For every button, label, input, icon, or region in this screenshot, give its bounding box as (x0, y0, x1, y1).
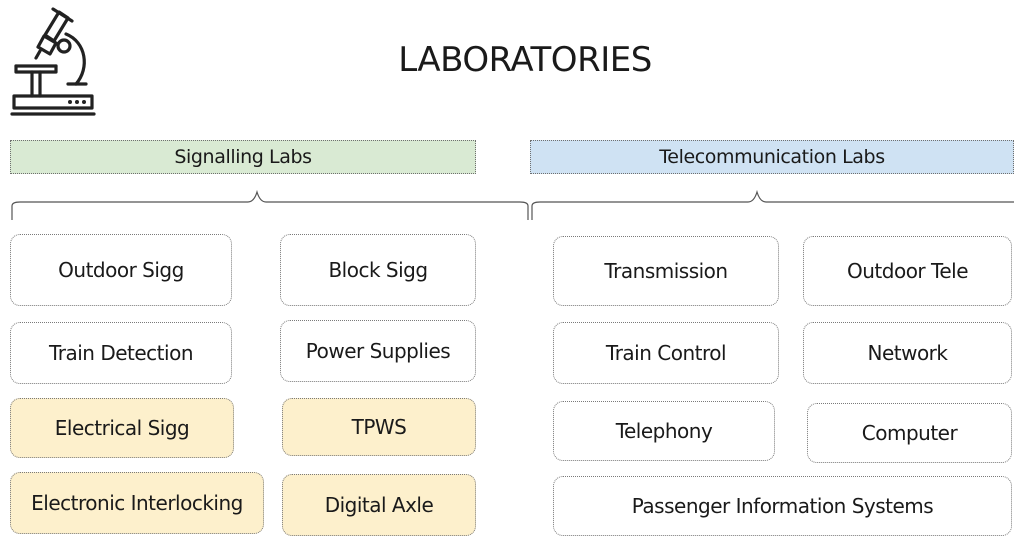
lab-passenger-information-systems: Passenger Information Systems (553, 476, 1012, 536)
lab-block-sigg: Block Sigg (280, 234, 476, 306)
lab-electrical-sigg: Electrical Sigg (10, 398, 234, 458)
lab-transmission: Transmission (553, 236, 779, 306)
telecom-brace (531, 189, 1014, 220)
lab-network: Network (803, 322, 1012, 384)
lab-telephony: Telephony (553, 401, 775, 461)
lab-digital-axle: Digital Axle (282, 474, 476, 536)
lab-outdoor-sigg: Outdoor Sigg (10, 234, 232, 306)
lab-train-detection: Train Detection (10, 322, 232, 384)
lab-train-control: Train Control (553, 322, 779, 384)
page-title: LABORATORIES (398, 40, 652, 80)
telecommunication-labs-header: Telecommunication Labs (530, 140, 1014, 174)
lab-tpws: TPWS (282, 398, 476, 456)
signalling-brace (11, 189, 529, 220)
category-braces (11, 189, 1014, 220)
signalling-labs-header: Signalling Labs (10, 140, 476, 174)
lab-computer: Computer (807, 403, 1012, 463)
microscope-icon (10, 7, 96, 116)
lab-power-supplies: Power Supplies (280, 320, 476, 382)
lab-electronic-interlocking: Electronic Interlocking (10, 472, 264, 534)
lab-outdoor-tele: Outdoor Tele (803, 236, 1012, 306)
